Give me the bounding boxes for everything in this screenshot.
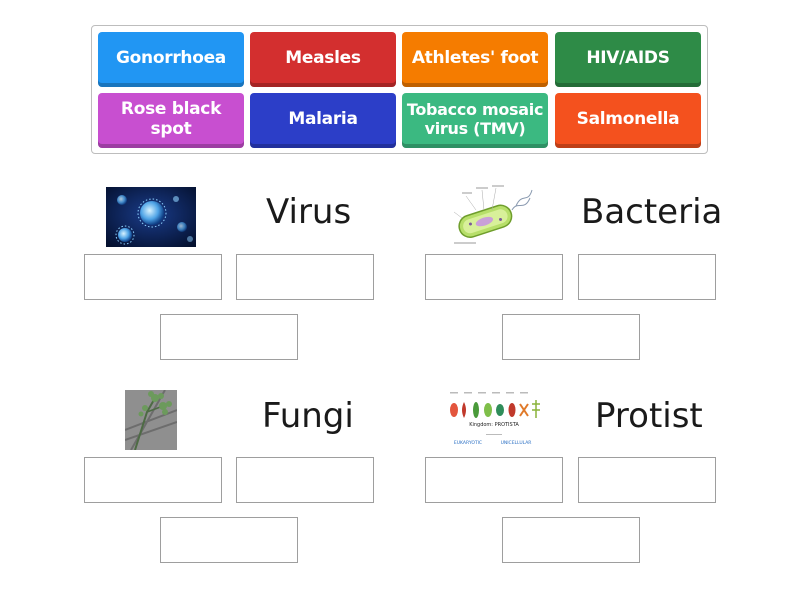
tile-measles[interactable]: Measles (250, 32, 396, 87)
protist-drop-zone-2[interactable] (578, 457, 716, 503)
bacteria-image (446, 182, 536, 248)
tile-athletes-foot[interactable]: Athletes' foot (402, 32, 548, 87)
protist-drop-zone-3[interactable] (502, 517, 640, 563)
fungi-drop-zone-3[interactable] (160, 517, 298, 563)
virus-title: Virus (266, 192, 352, 232)
tile-hiv-aids[interactable]: HIV/AIDS (555, 32, 701, 87)
tile-rose-black-spot[interactable]: Rose black spot (98, 93, 244, 148)
fungi-drop-zone-1[interactable] (84, 457, 222, 503)
tile-salmonella[interactable]: Salmonella (555, 93, 701, 148)
bacteria-title: Bacteria (581, 192, 723, 232)
bacteria-drop-zone-3[interactable] (502, 314, 640, 360)
virus-drop-zone-1[interactable] (84, 254, 222, 300)
tile-tobacco-mosaic-virus[interactable]: Tobacco mosaic virus (TMV) (402, 93, 548, 148)
fungi-title: Fungi (262, 396, 354, 436)
protist-drop-zone-1[interactable] (425, 457, 563, 503)
fungi-drop-zone-2[interactable] (236, 457, 374, 503)
tile-gonorrhoea[interactable]: Gonorrhoea (98, 32, 244, 87)
bacteria-drop-zone-1[interactable] (425, 254, 563, 300)
protist-image-caption: Kingdom: PROTISTA (469, 422, 519, 428)
virus-image (106, 187, 196, 247)
protist-image-left-label: EUKARYOTIC (454, 440, 482, 446)
protist-title: Protist (595, 396, 703, 436)
protist-image-right-label: UNICELLULAR (501, 440, 532, 446)
bacteria-drop-zone-2[interactable] (578, 254, 716, 300)
protist-image: Kingdom: PROTISTA EUKARYOTIC UNICELLULAR (446, 388, 542, 448)
virus-drop-zone-3[interactable] (160, 314, 298, 360)
tiles-panel: Gonorrhoea Measles Athletes' foot HIV/AI… (91, 25, 708, 154)
virus-drop-zone-2[interactable] (236, 254, 374, 300)
tile-malaria[interactable]: Malaria (250, 93, 396, 148)
fungi-image (125, 390, 177, 450)
